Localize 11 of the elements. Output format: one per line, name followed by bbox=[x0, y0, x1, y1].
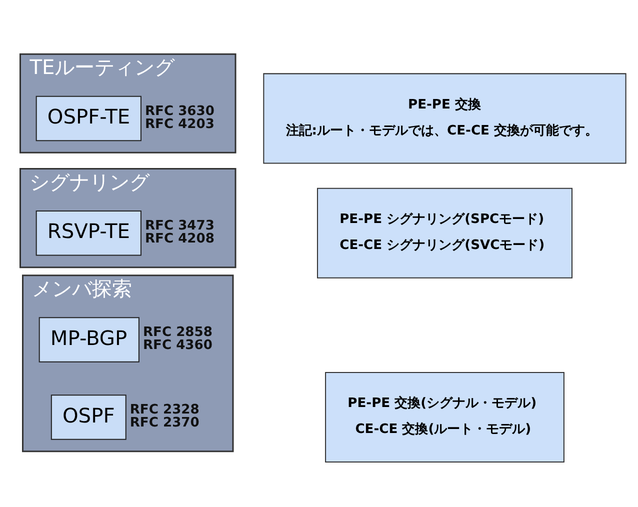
node-label: RFC 4360 bbox=[142, 338, 212, 353]
node-box: PE-PE 交換(シグナル・モデル) CE-CE 交換(ルート・モデル) bbox=[325, 371, 564, 462]
node-label: RFC 3473 bbox=[144, 218, 214, 234]
node-label: RFC 2858 bbox=[142, 324, 212, 340]
node-label: RFC 4203 bbox=[144, 116, 214, 132]
node-label: RFC 4208 bbox=[144, 231, 214, 246]
node-box: PE-PE 交換 注記:ルート・モデルでは、CE-CE 交換が可能です。 bbox=[263, 72, 626, 164]
node-label: RFC 3630 bbox=[144, 103, 214, 118]
node-label: RFC 2370 bbox=[130, 415, 200, 430]
node-box: PE-PE シグナリング(SPCモード) CE-CE シグナリング(SVCモード) bbox=[316, 187, 572, 278]
node-label: RFC 2328 bbox=[130, 402, 200, 418]
